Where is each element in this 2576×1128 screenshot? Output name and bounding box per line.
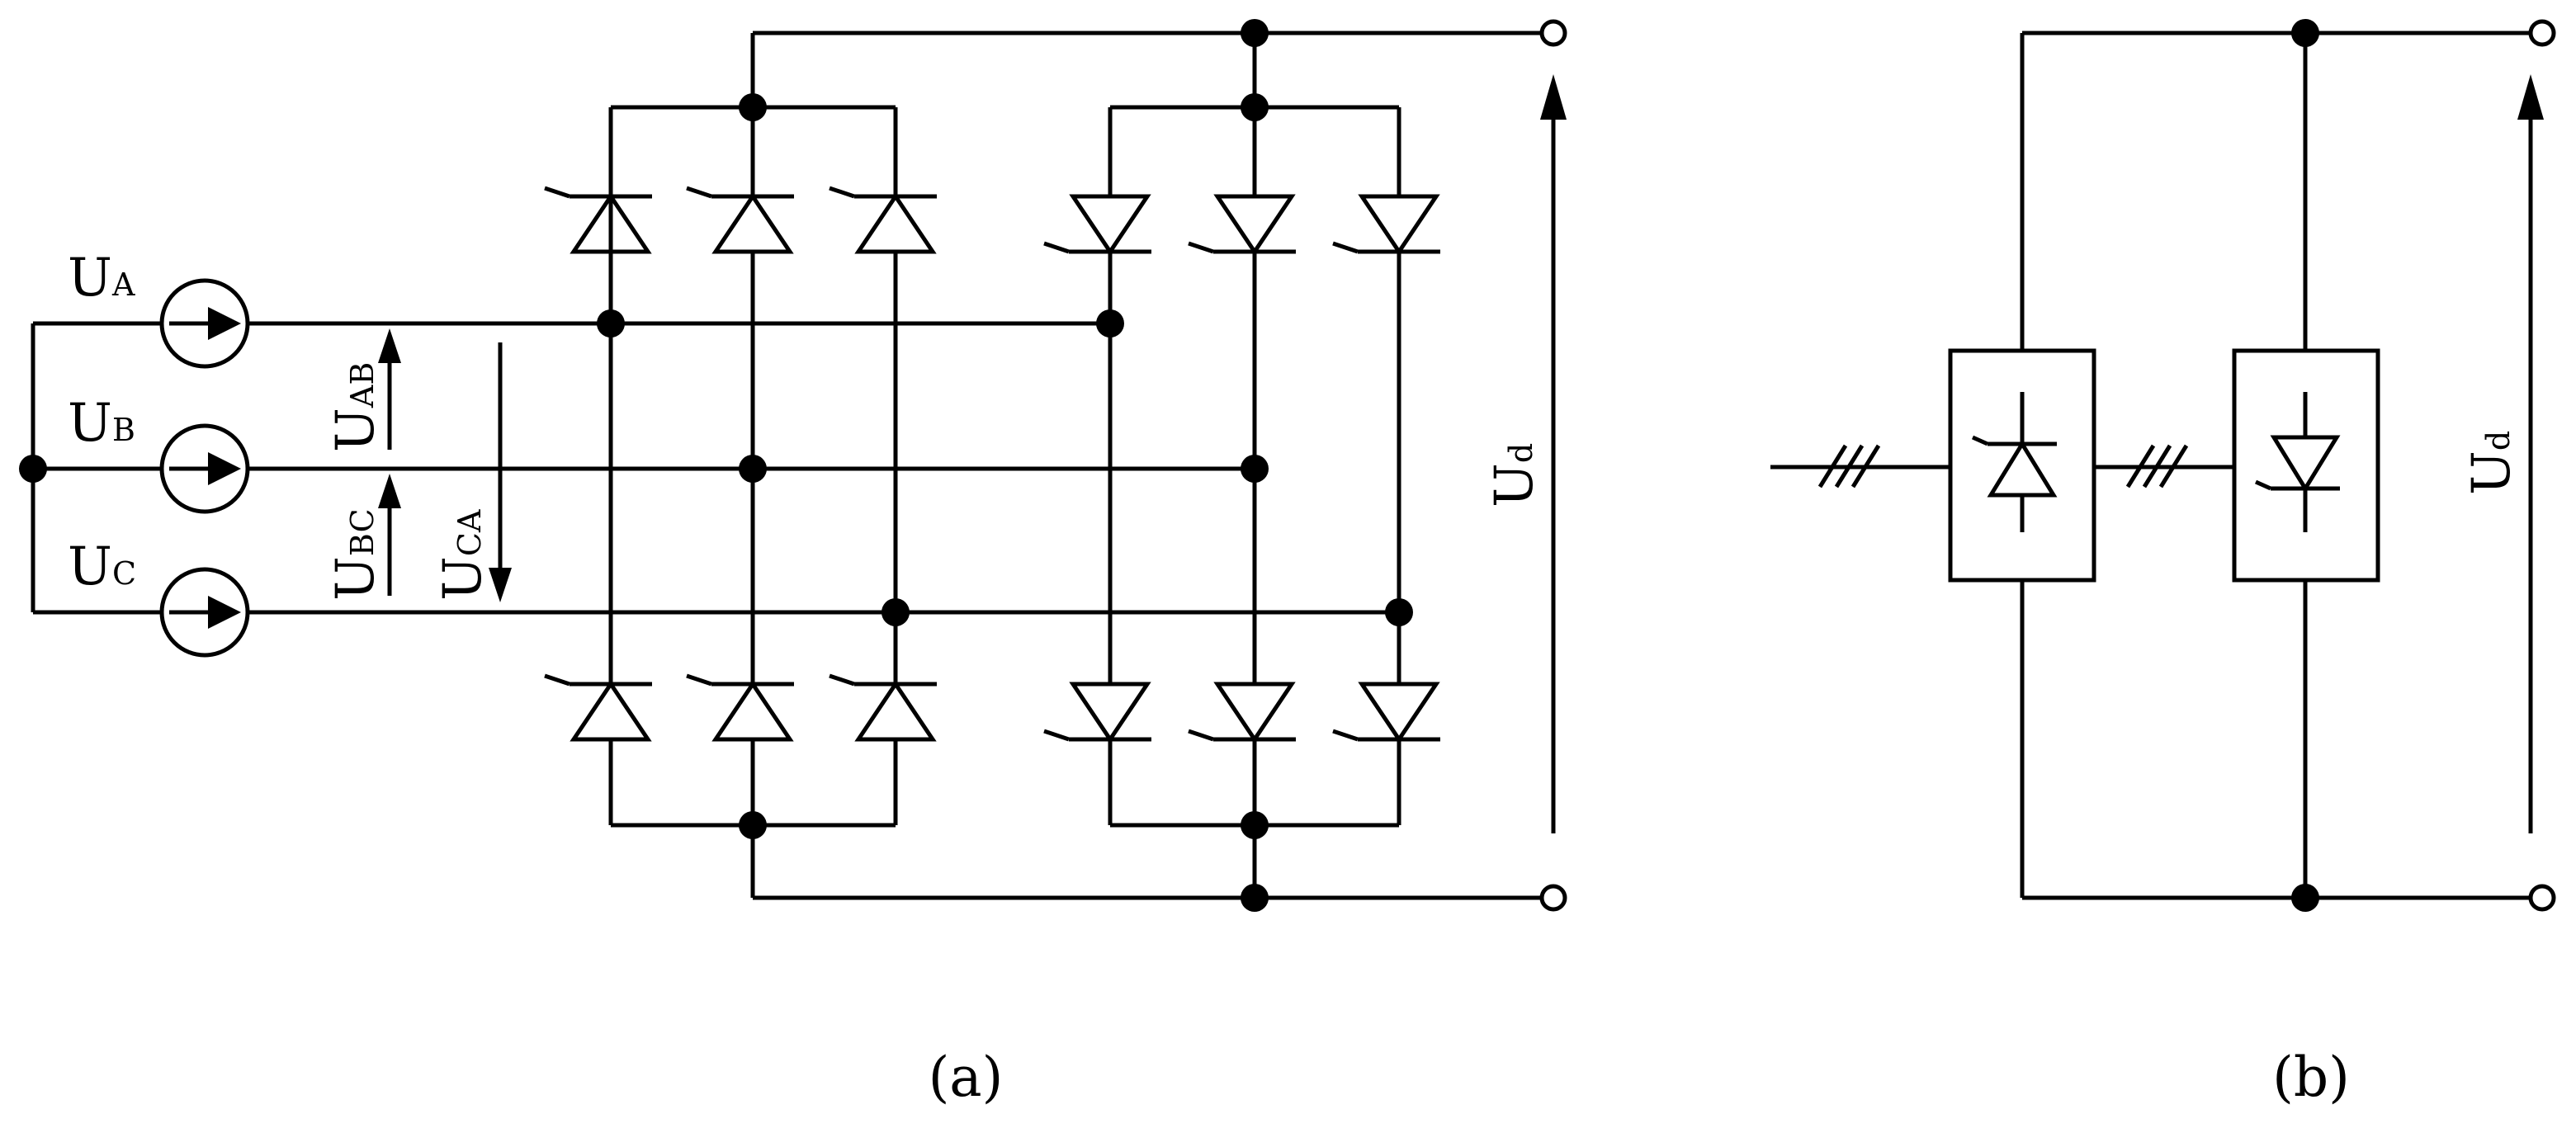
source-a bbox=[159, 278, 250, 369]
thyristor-1-bottom-mid bbox=[686, 673, 794, 742]
thyristor-symbol-block-1 bbox=[1971, 392, 2058, 532]
three-phase-link-line bbox=[2094, 444, 2234, 488]
thyristor-1-bottom-left bbox=[544, 673, 652, 742]
junction-dots-b bbox=[2291, 19, 2319, 912]
thyristor-1-top-mid bbox=[686, 186, 794, 254]
thyristor-2-bottom-left bbox=[1043, 682, 1151, 743]
dc-rails-b bbox=[2020, 31, 2536, 900]
thyristor-1-top-right bbox=[829, 186, 937, 254]
source-c-label: UC bbox=[68, 536, 136, 597]
output-voltage-label-b: Ud bbox=[2461, 431, 2522, 495]
panel-a: UA UB UC UAB UBC UCA Ud (a) bbox=[19, 19, 1567, 1109]
thyristor-2-bottom-mid bbox=[1188, 682, 1296, 743]
panel-b: Ud (b) bbox=[1770, 19, 2556, 1109]
thyristor-symbol-block-2 bbox=[2254, 392, 2341, 532]
dc-rails bbox=[750, 31, 1542, 900]
caption-a: (a) bbox=[929, 1045, 1004, 1109]
line-voltage-ca-label: UCA bbox=[432, 509, 494, 601]
caption-b: (b) bbox=[2272, 1045, 2350, 1109]
thyristor-1-top-left bbox=[544, 186, 652, 254]
thyristor-1-bottom-right bbox=[829, 673, 937, 742]
thyristor-2-top-right bbox=[1332, 194, 1440, 256]
source-c bbox=[159, 567, 250, 658]
line-voltage-arrows bbox=[378, 328, 512, 602]
line-voltage-ab-label: UAB bbox=[325, 362, 386, 452]
junction-dots bbox=[19, 19, 1413, 912]
source-b-label: UB bbox=[68, 393, 135, 454]
thyristor-2-top-left bbox=[1043, 194, 1151, 256]
three-phase-input-line bbox=[1770, 444, 1950, 488]
source-a-label: UA bbox=[68, 248, 135, 309]
thyristor-2-top-mid bbox=[1188, 194, 1296, 256]
output-voltage-arrow-a bbox=[1540, 74, 1567, 833]
thyristor-2-bottom-right bbox=[1332, 682, 1440, 743]
line-voltage-bc-label: UBC bbox=[325, 508, 386, 601]
source-b bbox=[159, 423, 250, 514]
output-voltage-label-a: Ud bbox=[1484, 443, 1545, 507]
output-terminals-b bbox=[2528, 19, 2556, 912]
output-terminals-a bbox=[1539, 19, 1567, 912]
output-voltage-arrow-b bbox=[2517, 74, 2544, 833]
